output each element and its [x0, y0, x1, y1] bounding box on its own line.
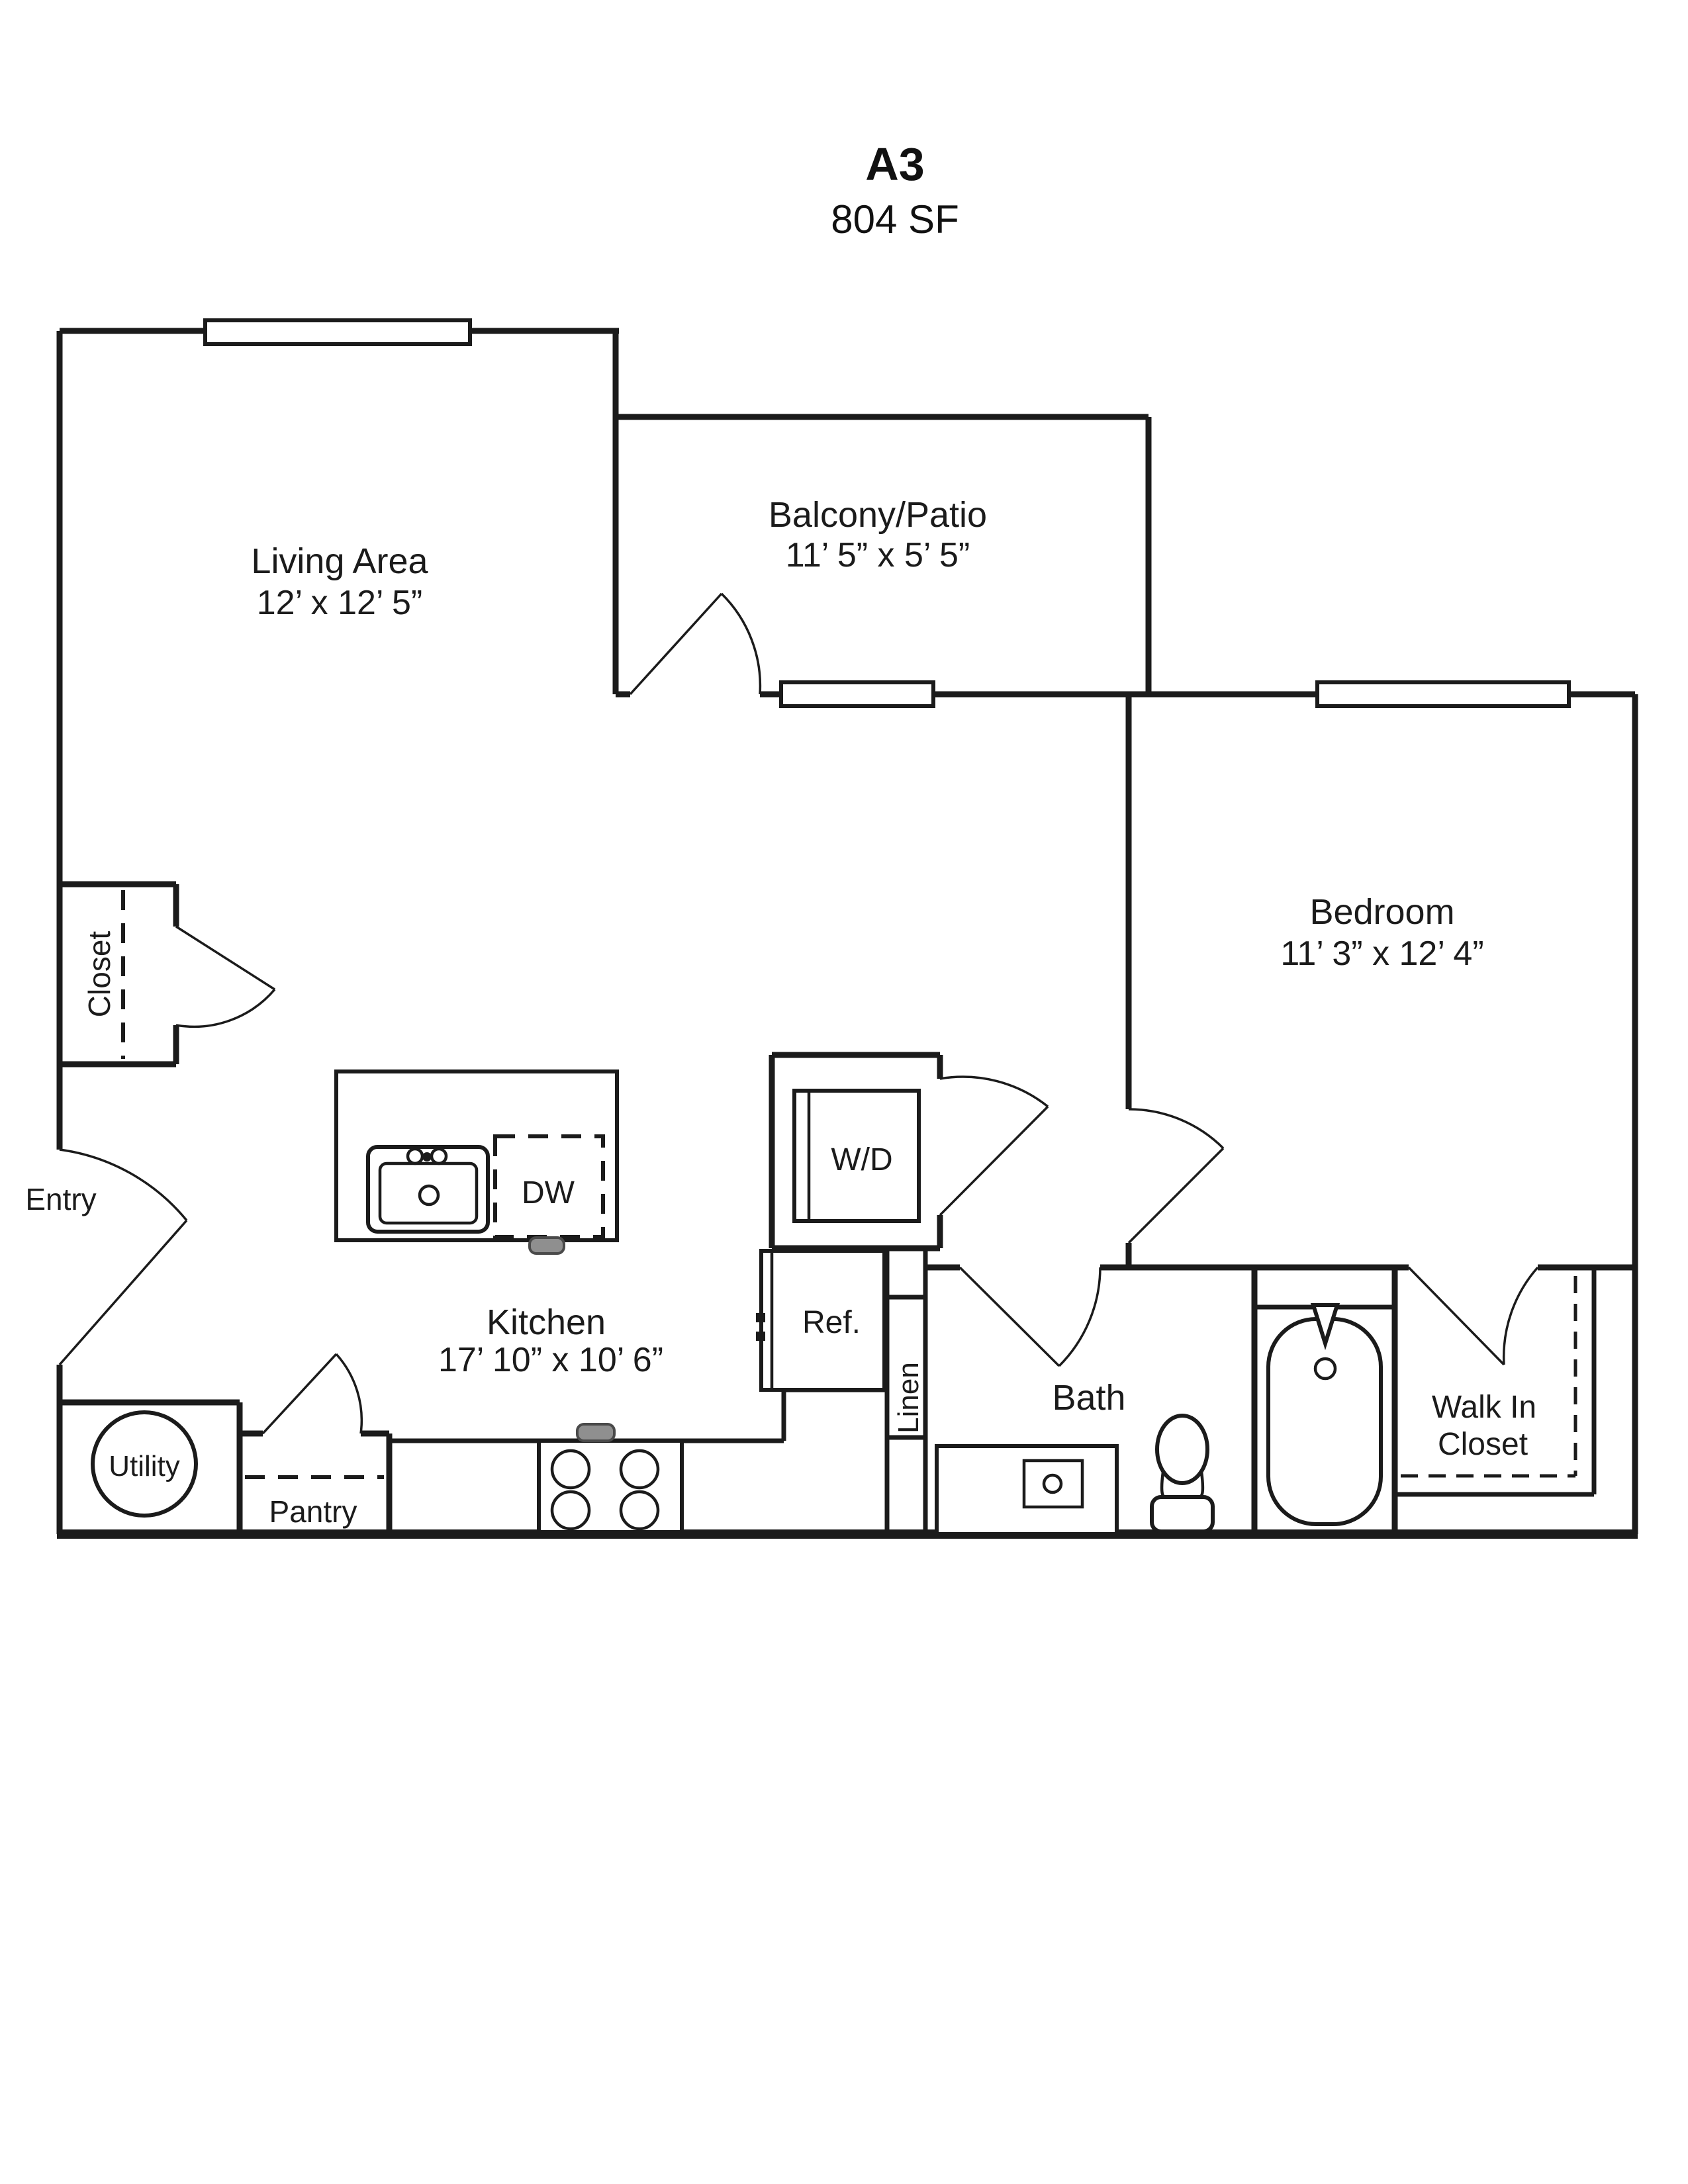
water-heater [91, 1410, 198, 1518]
kitchen-island: DW [334, 1069, 619, 1255]
stove-burner-4 [619, 1490, 660, 1531]
balcony-door-leaf [629, 592, 723, 696]
plan-square-footage: 804 SF [831, 197, 959, 242]
sink-knob-left [406, 1147, 424, 1165]
dishwasher-label: DW [522, 1175, 575, 1210]
windows [203, 318, 1571, 708]
refrigerator-handle-bottom [756, 1332, 765, 1341]
bath-fixtures [935, 1414, 1215, 1536]
kitchen-sink-outer [366, 1145, 490, 1234]
sink-faucet-dot [422, 1152, 432, 1161]
bedroom-dims: 11’ 3” x 12’ 4” [1280, 934, 1483, 973]
exterior-walls [56, 328, 1638, 1539]
tub-drain [1313, 1357, 1337, 1381]
refrigerator-label: Ref. [802, 1305, 861, 1340]
bedroom-window [1315, 680, 1571, 708]
bath-door [959, 1266, 1102, 1367]
room-labels: Living Area 12’ x 12’ 5” Balcony/Patio 1… [251, 495, 1483, 1418]
toilet-bowl [1155, 1414, 1209, 1485]
entry-closet: Closet [60, 881, 276, 1068]
bathtub [1266, 1317, 1383, 1526]
washer-dryer-unit [792, 1089, 921, 1223]
kitchen-counter [389, 1387, 887, 1534]
kitchen-dims: 17’ 10” x 10’ 6” [438, 1341, 663, 1379]
bath-label: Bath [1052, 1378, 1125, 1418]
vanity-sink-basin [1022, 1459, 1084, 1509]
plan-unit-name: A3 [865, 138, 924, 190]
wd-door-leaf [939, 1105, 1049, 1216]
balcony-label: Balcony/Patio [769, 495, 987, 535]
washer-dryer-closet: W/D [769, 1052, 1049, 1251]
pantry-door-swing-arc [335, 1353, 363, 1434]
closet-door-leaf [175, 925, 275, 991]
bath-door-leaf [959, 1266, 1060, 1367]
wic-door-swing-arc [1502, 1266, 1539, 1365]
plan-title: A3 804 SF [831, 138, 959, 242]
sink-knob-right [430, 1147, 448, 1165]
pantry-label: Pantry [269, 1494, 357, 1529]
washer-dryer-label: W/D [831, 1142, 892, 1177]
dishwasher-outline [493, 1134, 605, 1239]
living-area-label: Living Area [251, 541, 428, 581]
balcony-dims: 11’ 5” x 5’ 5” [786, 536, 970, 574]
living-window [203, 318, 472, 346]
closet-door-swing-arc [175, 988, 276, 1028]
bedroom-door-leaf [1127, 1147, 1225, 1244]
balcony-door-swing-arc [720, 592, 762, 695]
entry-door: Entry [25, 1148, 188, 1366]
vanity-sink-drain [1042, 1473, 1063, 1494]
tub-room [1251, 1267, 1398, 1534]
bedroom-door-swing-arc [1128, 1108, 1225, 1150]
balcony-window [779, 680, 935, 708]
tub-faucet-spout [1310, 1303, 1340, 1351]
kitchen-sink-basin [378, 1161, 479, 1225]
dishwasher-handle [528, 1236, 565, 1255]
closet-label: Closet [82, 931, 117, 1018]
entry-label: Entry [25, 1182, 96, 1216]
linen-label: Linen [892, 1362, 925, 1433]
stove-burner-1 [550, 1449, 591, 1490]
pantry: Pantry [240, 1353, 393, 1534]
linen-closet: Linen [884, 1248, 928, 1534]
toilet-tank [1150, 1495, 1215, 1533]
bath-door-swing-arc [1058, 1267, 1102, 1367]
wd-door-swing-arc [939, 1075, 1049, 1108]
walk-in-closet-label-line2: Closet [1438, 1427, 1528, 1462]
pantry-door-leaf [261, 1353, 338, 1435]
entry-door-swing-arc [59, 1148, 188, 1222]
bedroom-partition [1125, 694, 1225, 1267]
refrigerator: Ref. [756, 1249, 886, 1392]
walk-in-closet-label-line1: Walk In [1432, 1390, 1536, 1425]
utility-label: Utility [109, 1450, 180, 1482]
refrigerator-handle-top [756, 1313, 765, 1322]
walk-in-closet: Walk In Closet [1395, 1266, 1597, 1497]
bedroom-label: Bedroom [1309, 892, 1454, 932]
balcony-door [629, 592, 762, 696]
wic-door-leaf [1407, 1266, 1505, 1366]
oven-handle [576, 1423, 616, 1442]
sink-drain [418, 1184, 440, 1206]
utility-closet: Utility [60, 1399, 243, 1534]
stove-burner-2 [619, 1449, 660, 1490]
stove-burner-3 [550, 1490, 591, 1531]
entry-door-leaf [58, 1219, 188, 1366]
kitchen-label: Kitchen [487, 1302, 606, 1342]
living-area-dims: 12’ x 12’ 5” [257, 584, 423, 622]
